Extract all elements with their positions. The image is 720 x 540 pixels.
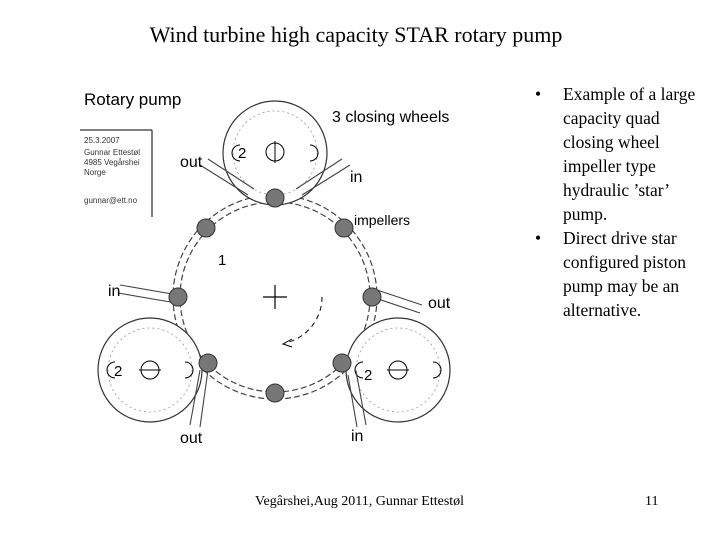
slide-footer: Vegârshei,Aug 2011, Gunnar Ettestøl bbox=[255, 494, 465, 509]
wheel-number-label: 2 bbox=[238, 145, 246, 162]
impellers-label: impellers bbox=[354, 212, 410, 228]
diagram-heading: Rotary pump bbox=[84, 90, 181, 109]
in-label: in bbox=[350, 169, 362, 186]
bullet-list: •Example of a large capacity quad closin… bbox=[535, 82, 710, 322]
card-line: 25.3.2007 bbox=[84, 136, 120, 145]
rotor-center bbox=[263, 285, 323, 348]
impeller bbox=[198, 353, 218, 373]
out-label: out bbox=[180, 154, 203, 171]
closing-wheel-left bbox=[97, 317, 203, 423]
bullet-dot: • bbox=[535, 228, 542, 248]
impeller bbox=[362, 287, 382, 307]
impeller bbox=[265, 383, 285, 403]
impeller bbox=[265, 188, 285, 208]
closing-wheel-right bbox=[345, 317, 451, 423]
closing-wheels-label: 3 closing wheels bbox=[332, 109, 449, 126]
page-number: 11 bbox=[645, 494, 659, 509]
slide-title: Wind turbine high capacity STAR rotary p… bbox=[149, 22, 563, 47]
impeller bbox=[332, 353, 352, 373]
rotary-pump-diagram: Rotary pump 25.3.2007 Gunnar Ettestøl 49… bbox=[80, 90, 451, 447]
out-label: out bbox=[180, 430, 203, 447]
author-card: 25.3.2007 Gunnar Ettestøl 4985 Vegårshei… bbox=[80, 129, 153, 217]
card-line: Norge bbox=[84, 168, 106, 177]
card-line: Gunnar Ettestøl bbox=[84, 148, 140, 157]
card-line: gunnar@ett.no bbox=[84, 196, 138, 205]
bullet-dot: • bbox=[535, 84, 542, 104]
impeller bbox=[168, 287, 188, 307]
in-label: in bbox=[108, 283, 120, 300]
bullet-item: •Direct drive star configured piston pum… bbox=[535, 228, 686, 320]
flow-ducts bbox=[117, 158, 423, 428]
rotor-number-label: 1 bbox=[218, 252, 226, 269]
impellers bbox=[168, 188, 382, 403]
in-label: in bbox=[351, 428, 363, 445]
card-line: 4985 Vegårshei bbox=[84, 158, 140, 167]
impeller bbox=[334, 218, 354, 238]
impeller bbox=[196, 218, 216, 238]
out-label: out bbox=[428, 295, 451, 312]
bullet-item: •Example of a large capacity quad closin… bbox=[535, 84, 696, 224]
wheel-number-label: 2 bbox=[114, 363, 122, 380]
wheel-number-label: 2 bbox=[364, 367, 372, 384]
